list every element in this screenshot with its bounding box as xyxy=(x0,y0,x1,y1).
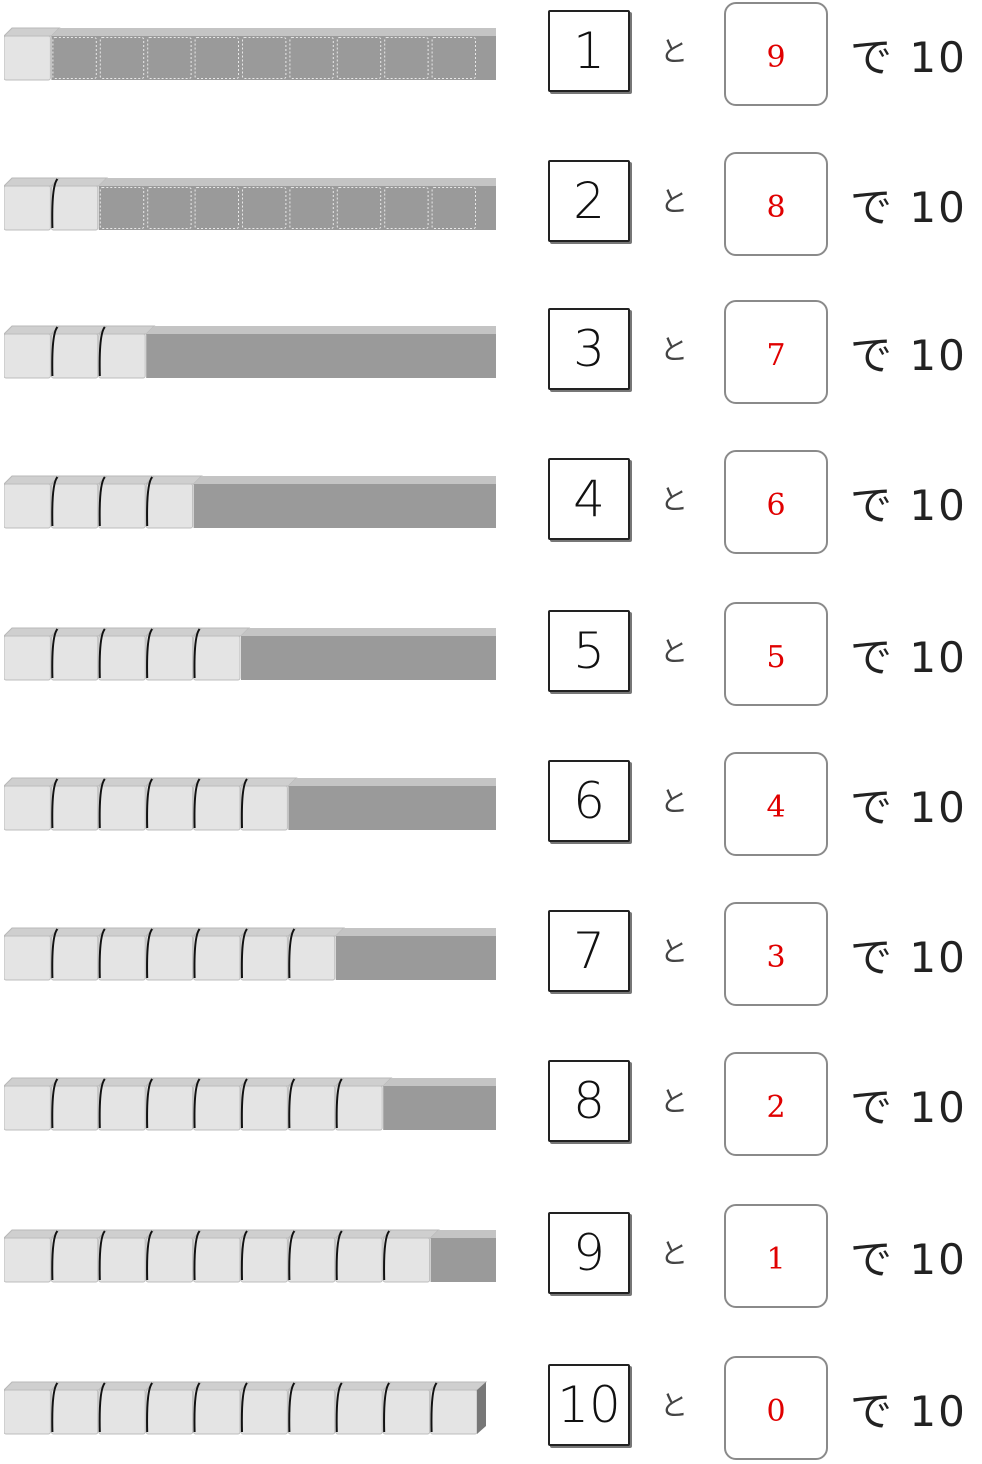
answer-box[interactable]: 5 xyxy=(724,602,828,706)
ten-block-rod xyxy=(4,920,498,992)
makes-ten-label: で 10 xyxy=(850,472,967,533)
given-number-box: 1 xyxy=(548,10,630,92)
answer-box[interactable]: 8 xyxy=(724,152,828,256)
unit-cubes-illustration xyxy=(4,20,498,92)
remaining-rod xyxy=(146,326,496,378)
answer-box[interactable]: 2 xyxy=(724,1052,828,1156)
makes-ten-label: で 10 xyxy=(850,774,967,835)
remaining-rod xyxy=(336,928,496,980)
remaining-rod xyxy=(288,778,496,830)
given-number-box: 9 xyxy=(548,1212,630,1294)
given-number-box: 6 xyxy=(548,760,630,842)
problem-row: 9 と 1 で 10 xyxy=(0,1202,982,1312)
unit-cubes-illustration xyxy=(4,770,498,842)
makes-ten-label: で 10 xyxy=(850,1226,967,1287)
unit-cube xyxy=(288,928,343,980)
answer-box[interactable]: 7 xyxy=(724,300,828,404)
to-particle: と xyxy=(660,180,688,220)
cube-end-face xyxy=(477,1382,486,1434)
given-number-box: 5 xyxy=(548,610,630,692)
remaining-rod xyxy=(383,1078,496,1130)
given-number-box: 10 xyxy=(548,1364,630,1446)
unit-cubes-illustration xyxy=(4,318,498,390)
to-particle: と xyxy=(660,930,688,970)
given-number-box: 7 xyxy=(548,910,630,992)
problem-row: 6 と 4 で 10 xyxy=(0,750,982,860)
ten-block-rod xyxy=(4,1070,498,1142)
ten-block-rod xyxy=(4,1374,498,1446)
unit-cube xyxy=(146,476,201,528)
answer-box[interactable]: 9 xyxy=(724,2,828,106)
unit-cubes-illustration xyxy=(4,170,498,242)
given-number-box: 8 xyxy=(548,1060,630,1142)
to-particle: と xyxy=(660,328,688,368)
to-particle: と xyxy=(660,30,688,70)
unit-cubes-illustration xyxy=(4,620,498,692)
unit-cube xyxy=(99,326,154,378)
to-particle: と xyxy=(660,1384,688,1424)
unit-cube xyxy=(194,628,249,680)
answer-box[interactable]: 4 xyxy=(724,752,828,856)
answer-box[interactable]: 3 xyxy=(724,902,828,1006)
makes-ten-label: で 10 xyxy=(850,1074,967,1135)
problem-row: 3 と 7 で 10 xyxy=(0,298,982,408)
unit-cubes-illustration xyxy=(4,468,498,540)
problem-row: 10 と 0 で 10 xyxy=(0,1354,982,1464)
to-particle: と xyxy=(660,630,688,670)
to-particle: と xyxy=(660,478,688,518)
unit-cubes-illustration xyxy=(4,1222,498,1294)
ten-block-rod xyxy=(4,1222,498,1294)
answer-box[interactable]: 6 xyxy=(724,450,828,554)
answer-box[interactable]: 0 xyxy=(724,1356,828,1460)
problem-row: 1 と 9 で 10 xyxy=(0,0,982,110)
makes-ten-label: で 10 xyxy=(850,624,967,685)
makes-ten-label: で 10 xyxy=(850,322,967,383)
makes-ten-label: で 10 xyxy=(850,924,967,985)
makes-ten-label: で 10 xyxy=(850,174,967,235)
unit-cubes-illustration xyxy=(4,920,498,992)
ten-block-rod xyxy=(4,620,498,692)
ten-block-rod xyxy=(4,318,498,390)
to-particle: と xyxy=(660,1080,688,1120)
remaining-rod xyxy=(194,476,496,528)
ten-block-rod xyxy=(4,468,498,540)
problem-row: 4 と 6 で 10 xyxy=(0,448,982,558)
unit-cubes-illustration xyxy=(4,1070,498,1142)
remaining-rod xyxy=(51,28,496,80)
unit-cubes-illustration xyxy=(4,1374,498,1446)
ten-block-rod xyxy=(4,170,498,242)
ten-block-rod xyxy=(4,770,498,842)
problem-row: 7 と 3 で 10 xyxy=(0,900,982,1010)
remaining-rod xyxy=(99,178,496,230)
unit-cube xyxy=(4,28,59,80)
problem-row: 2 と 8 で 10 xyxy=(0,150,982,260)
problem-row: 5 と 5 で 10 xyxy=(0,600,982,710)
remaining-rod xyxy=(241,628,496,680)
problem-row: 8 と 2 で 10 xyxy=(0,1050,982,1160)
answer-box[interactable]: 1 xyxy=(724,1204,828,1308)
makes-ten-label: で 10 xyxy=(850,1378,967,1439)
ten-block-rod xyxy=(4,20,498,92)
given-number-box: 4 xyxy=(548,458,630,540)
unit-cube xyxy=(336,1078,391,1130)
unit-cube xyxy=(51,178,106,230)
to-particle: と xyxy=(660,780,688,820)
makes-ten-label: で 10 xyxy=(850,24,967,85)
unit-cube xyxy=(241,778,296,830)
given-number-box: 3 xyxy=(548,308,630,390)
remaining-rod xyxy=(431,1230,496,1282)
unit-cube xyxy=(383,1230,438,1282)
given-number-box: 2 xyxy=(548,160,630,242)
to-particle: と xyxy=(660,1232,688,1272)
